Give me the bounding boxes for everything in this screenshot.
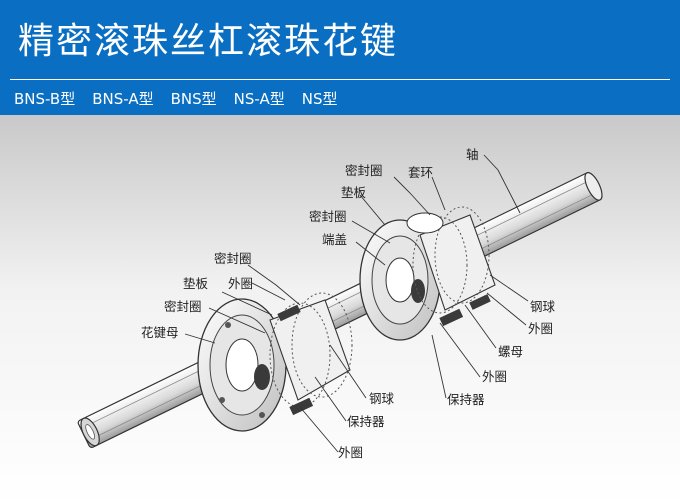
label-outer-ring-left: 外圈 (228, 276, 253, 291)
label-shim-right: 垫板 (341, 185, 367, 200)
variant-bns-a: BNS-A型 (92, 90, 154, 108)
assembly-diagram: 轴 套环 密封圈 垫板 密封圈 端盖 钢球 外圈 螺母 外圈 保持器 密封圈 垫… (0, 115, 680, 504)
label-spline-nut: 花键母 (141, 325, 179, 340)
label-nut: 螺母 (498, 344, 523, 359)
variant-bns: BNS型 (170, 90, 217, 108)
label-collar: 套环 (408, 165, 433, 180)
label-seal-top: 密封圈 (345, 163, 383, 178)
header-divider (10, 79, 670, 80)
label-outer-ring-mid: 外圈 (482, 369, 507, 384)
label-steel-ball-right: 钢球 (530, 299, 556, 314)
label-retainer-left: 保持器 (347, 414, 385, 429)
label-retainer-right: 保持器 (447, 392, 485, 407)
label-outer-ring-right: 外圈 (528, 321, 553, 336)
variant-ns: NS型 (301, 90, 338, 108)
label-steel-ball-left: 钢球 (369, 391, 395, 406)
variant-bns-b: BNS-B型 (14, 90, 76, 108)
right-nut-assembly (359, 206, 496, 341)
variant-ns-a: NS-A型 (233, 90, 285, 108)
part-labels: 轴 套环 密封圈 垫板 密封圈 端盖 钢球 外圈 螺母 外圈 保持器 密封圈 垫… (141, 147, 556, 460)
label-end-cap: 端盖 (322, 232, 347, 247)
label-shim-left: 垫板 (183, 276, 209, 291)
variant-list: BNS-B型 BNS-A型 BNS型 NS-A型 NS型 (14, 88, 337, 109)
label-seal-left-top: 密封圈 (214, 251, 252, 266)
label-outer-ring-bottom: 外圈 (338, 445, 363, 460)
left-nut-assembly (197, 292, 353, 432)
label-shaft: 轴 (466, 147, 479, 162)
header-banner: 精密滚珠丝杠滚珠花键 BNS-B型 BNS-A型 BNS型 NS-A型 NS型 (0, 0, 680, 115)
page-title: 精密滚珠丝杠滚珠花键 (18, 21, 399, 62)
label-seal-left: 密封圈 (164, 299, 202, 314)
leader-lines (184, 154, 529, 453)
label-seal-right: 密封圈 (309, 209, 347, 224)
